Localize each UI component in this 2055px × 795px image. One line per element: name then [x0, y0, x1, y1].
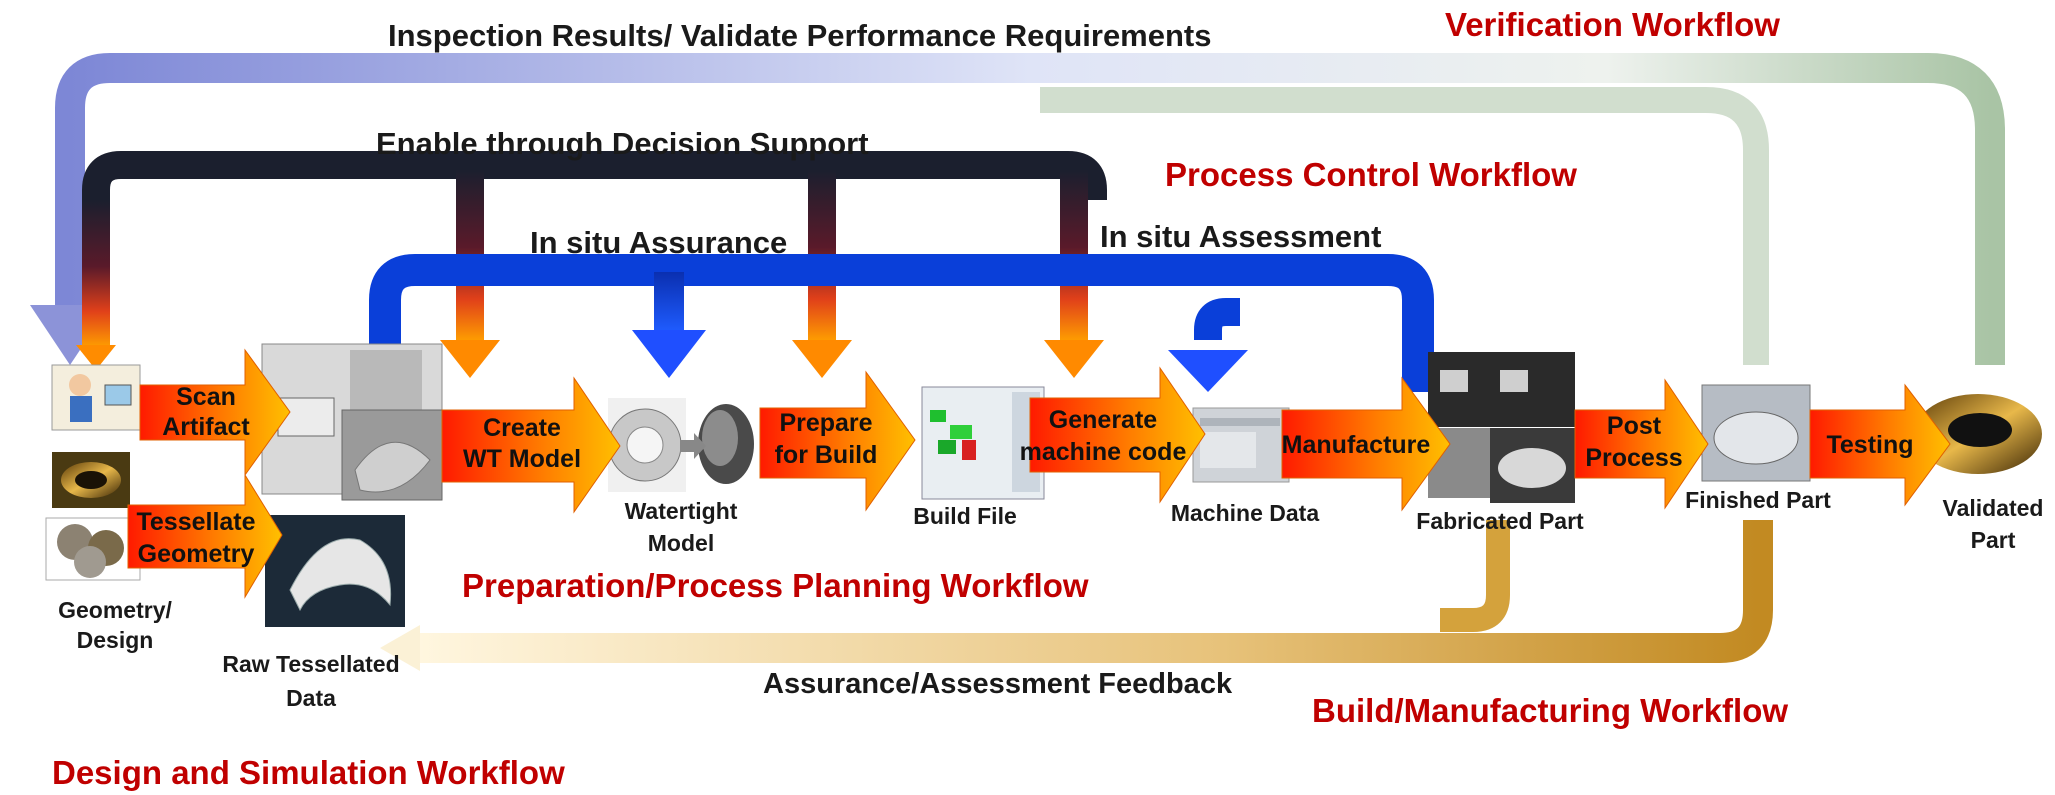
watertight-caption-line2: Model: [648, 530, 714, 556]
decision-label: Enable through Decision Support: [376, 126, 869, 161]
design-workflow-title: Design and Simulation Workflow: [52, 754, 565, 791]
feedback-label: Assurance/Assessment Feedback: [763, 668, 1233, 700]
build-workflow-title: Build/Manufacturing Workflow: [1312, 692, 1788, 729]
testing-label: Testing: [1826, 431, 1913, 459]
step-arrow-prepare[interactable]: Prepare for Build: [759, 370, 916, 512]
scan-image: [261, 343, 443, 501]
generate-label-line2: machine code: [1020, 438, 1187, 466]
step-arrow-generate[interactable]: Generate machine code: [1020, 366, 1206, 504]
prepare-label-line2: for Build: [775, 441, 878, 469]
verification-workflow-title: Verification Workflow: [1445, 6, 1780, 43]
machine-data-caption: Machine Data: [1171, 500, 1319, 526]
create-label-line2: WT Model: [463, 445, 581, 473]
insitu-assessment-label: In situ Assessment: [1100, 219, 1381, 254]
top-label: Inspection Results/ Validate Performance…: [388, 18, 1211, 53]
post-label-line2: Process: [1585, 444, 1682, 472]
scan-label-line1: Scan: [176, 383, 236, 411]
verification-band: [30, 53, 2005, 365]
finished-part-image: [1701, 384, 1811, 482]
scan-label-line2: Artifact: [162, 413, 250, 441]
step-arrow-manufacture[interactable]: Manufacture: [1281, 376, 1451, 512]
step-arrow-create[interactable]: Create WT Model: [441, 376, 621, 514]
validated-caption-line1: Validated: [1943, 495, 2044, 521]
connector-arrow: [680, 433, 706, 459]
watertight-image: [608, 398, 760, 492]
feedback-band: [380, 520, 1773, 671]
fabricated-caption: Fabricated Part: [1416, 508, 1584, 534]
validated-caption-line2: Part: [1971, 527, 2016, 553]
step-arrow-scan[interactable]: Scan Artifact: [139, 348, 291, 477]
step-arrow-testing[interactable]: Testing: [1809, 383, 1951, 507]
preparation-workflow-title: Preparation/Process Planning Workflow: [462, 567, 1089, 604]
geometry-design-images: [45, 364, 141, 581]
step-arrow-tessellate[interactable]: Tessellate Geometry: [127, 473, 283, 599]
raw-tessellated-image: [265, 515, 405, 627]
machine-data-image: [1192, 407, 1290, 483]
prepare-label-line1: Prepare: [779, 409, 872, 437]
raw-caption-line2: Data: [286, 685, 336, 711]
build-file-image: [921, 386, 1045, 500]
watertight-caption-line1: Watertight: [625, 498, 738, 524]
finished-caption: Finished Part: [1685, 487, 1831, 513]
generate-label-line1: Generate: [1049, 406, 1157, 434]
tessellate-label-line1: Tessellate: [136, 508, 255, 536]
create-label-line1: Create: [483, 414, 561, 442]
insitu-band: [369, 254, 1434, 392]
raw-caption-line1: Raw Tessellated: [222, 651, 399, 677]
manufacture-label: Manufacture: [1282, 431, 1431, 459]
step-arrow-post[interactable]: Post Process: [1574, 378, 1709, 510]
process-control-workflow-title: Process Control Workflow: [1165, 156, 1577, 193]
validated-part-image: [1914, 394, 2042, 474]
build-file-caption: Build File: [913, 503, 1017, 529]
geometry-caption-line1: Geometry/: [58, 597, 172, 623]
post-label-line1: Post: [1607, 412, 1662, 440]
fabricated-part-image: [1428, 352, 1575, 503]
tessellate-label-line2: Geometry: [138, 540, 255, 568]
geometry-caption-line2: Design: [77, 627, 154, 653]
insitu-assurance-label: In situ Assurance: [530, 225, 787, 260]
